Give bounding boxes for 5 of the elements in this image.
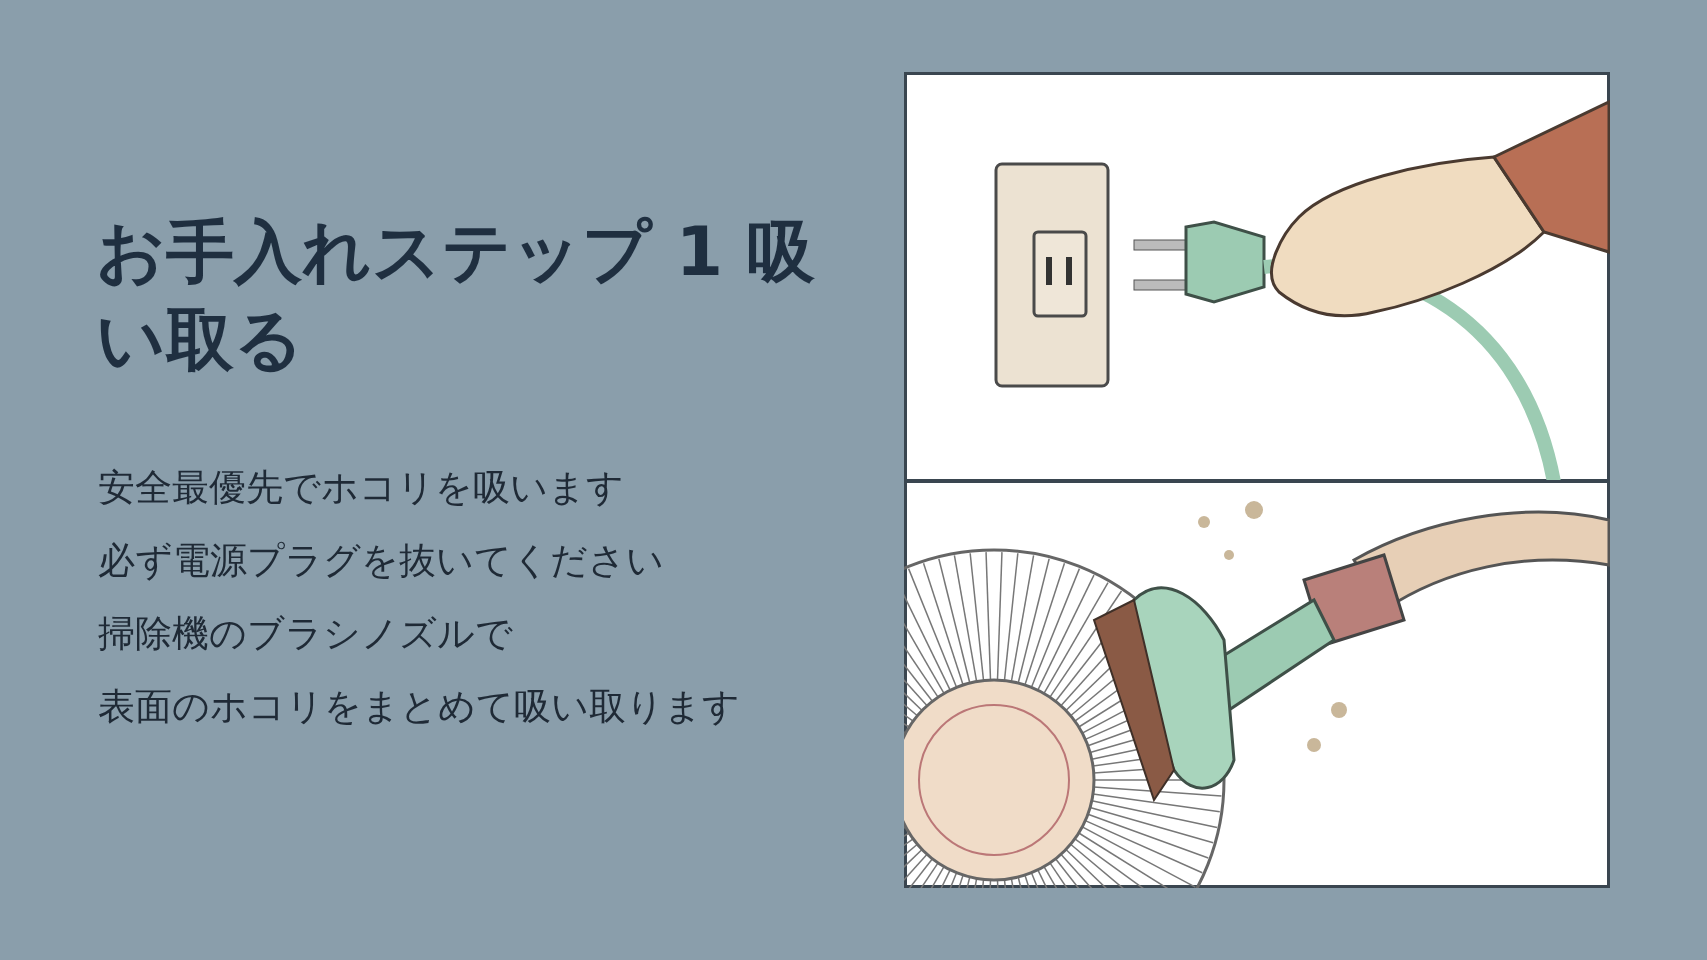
body-text: 表面のホコリをまとめて吸い取ります bbox=[98, 684, 740, 730]
slide-title: お手入れステップ 1 吸い取る bbox=[96, 211, 816, 382]
body-text: 必ず電源プラグを抜いてください bbox=[98, 538, 664, 584]
body-text: 安全最優先でホコリを吸います bbox=[98, 465, 624, 511]
body-text: 掃除機のブラシノズルで bbox=[98, 611, 513, 657]
